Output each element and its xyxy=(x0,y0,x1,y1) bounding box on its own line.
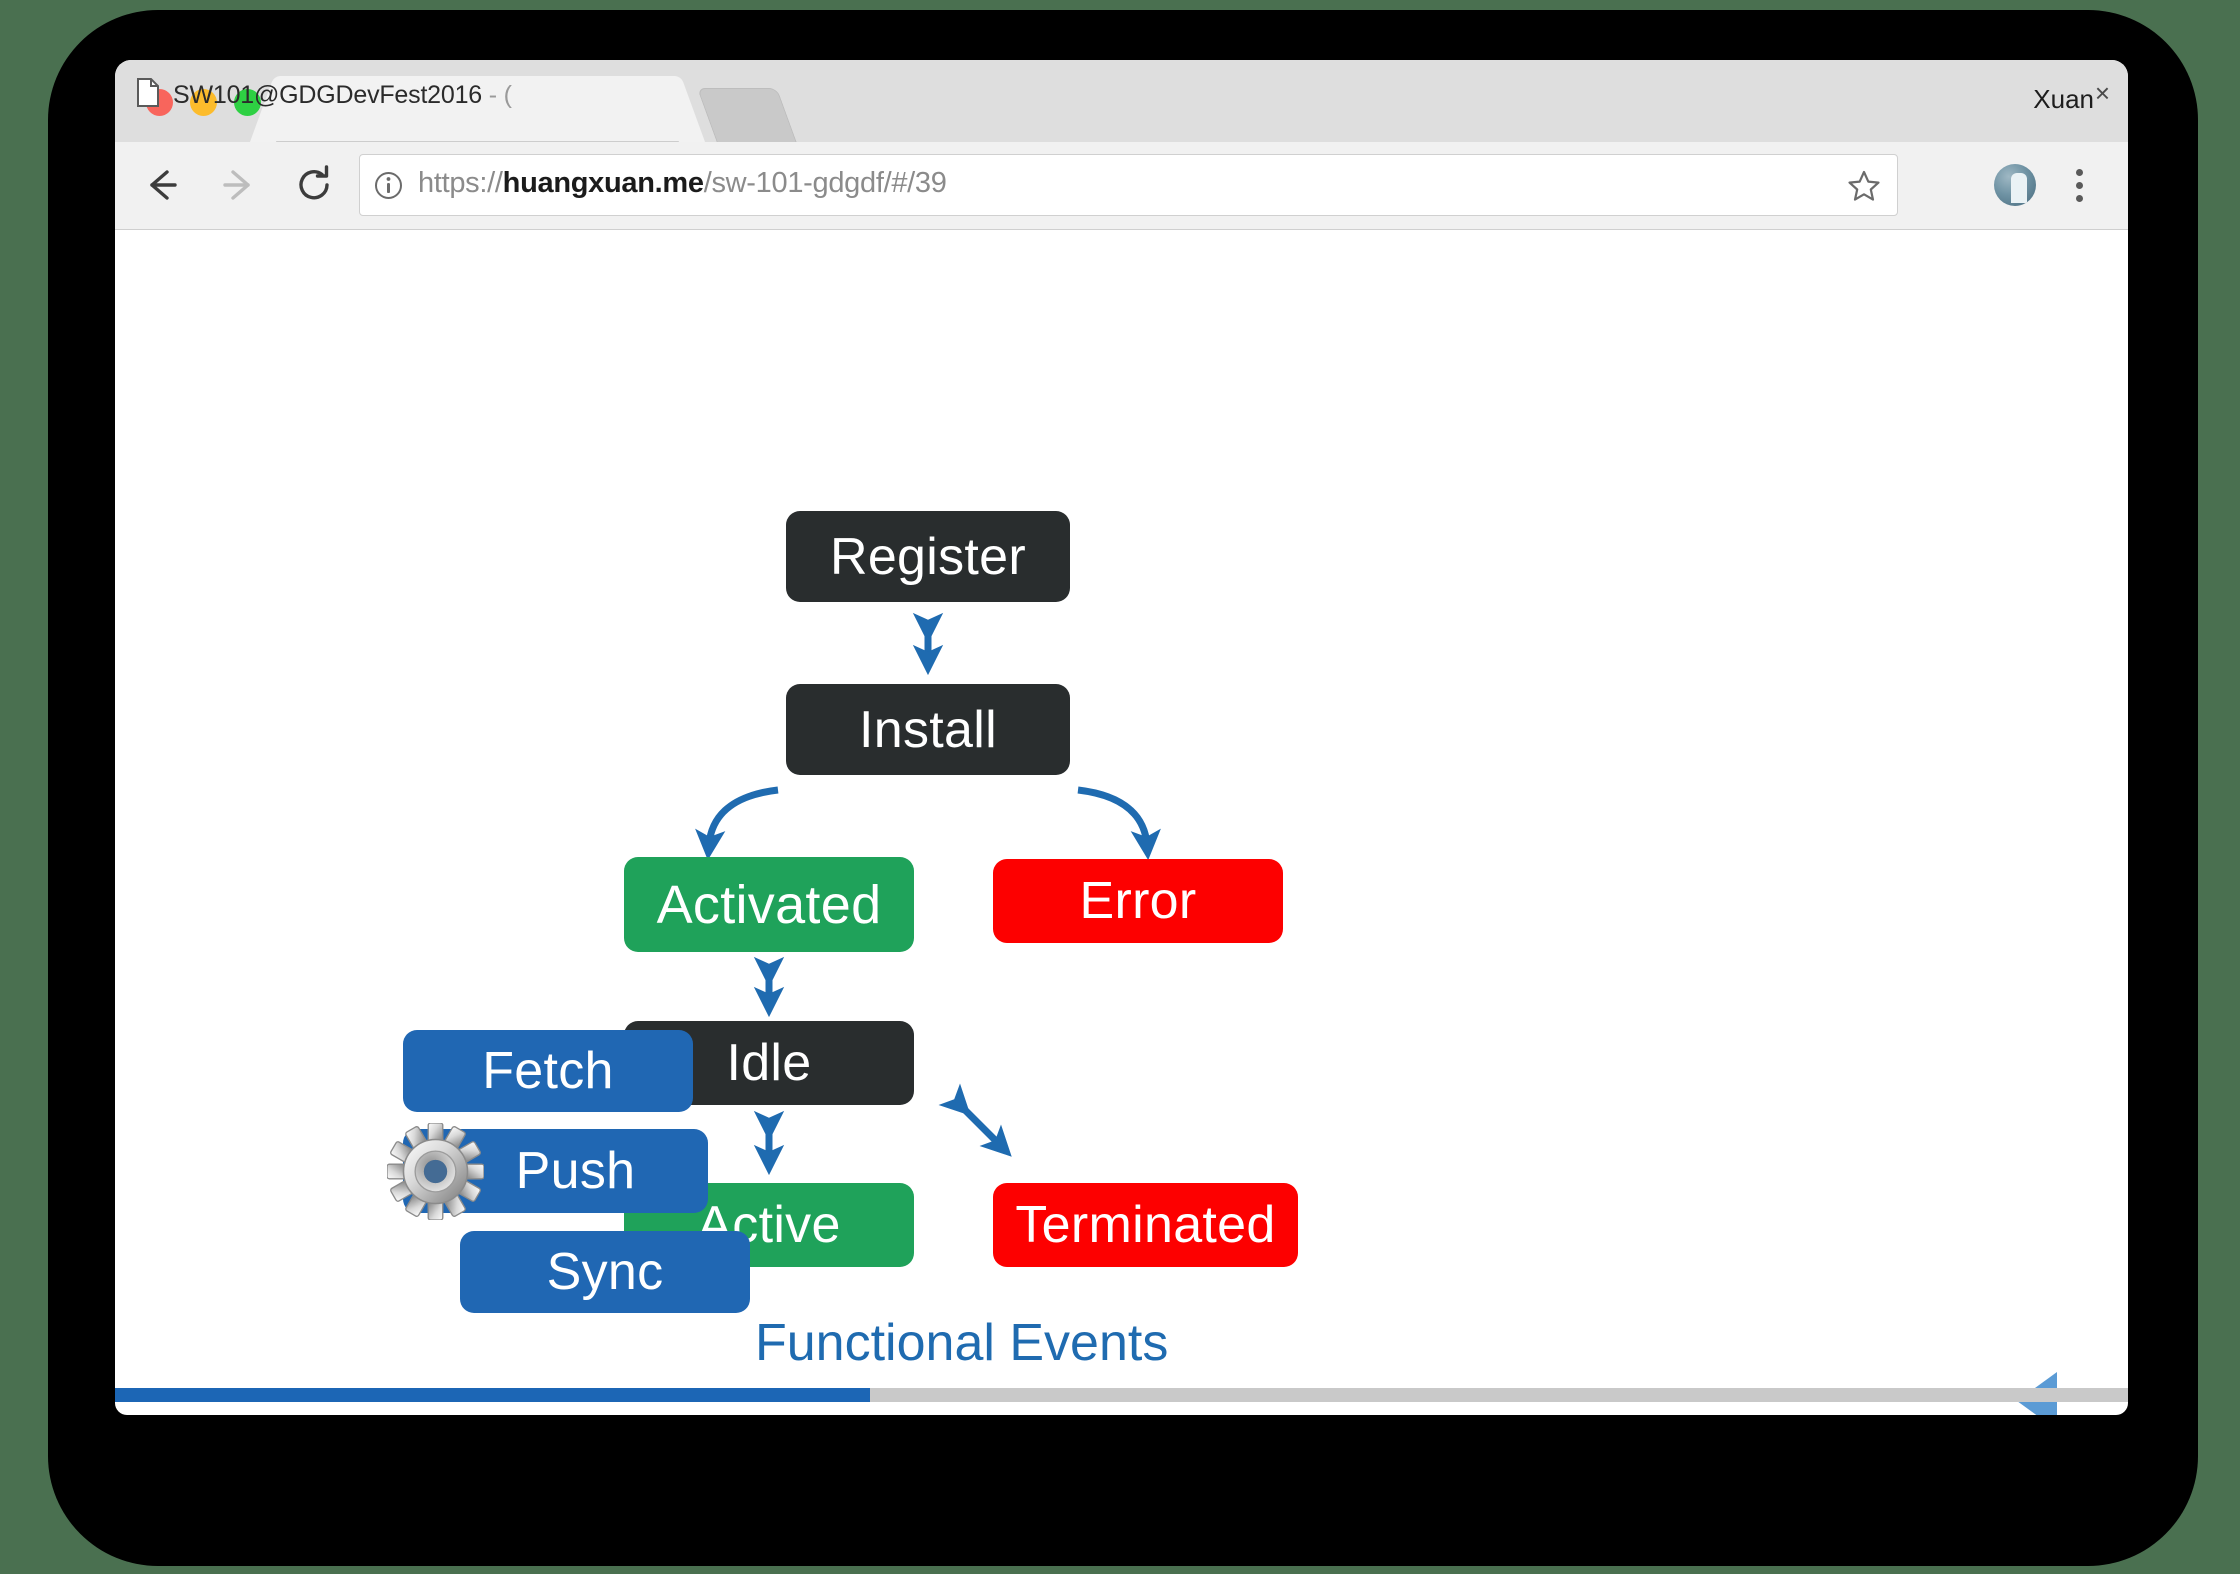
url-path: /sw-101-gdgdf/#/39 xyxy=(703,167,947,199)
arrow-active-terminated xyxy=(938,1083,1012,1157)
window-minimize-button[interactable] xyxy=(190,89,217,116)
state-node-register[interactable]: Register xyxy=(786,511,1070,602)
browser-window: SW101@GDGDevFest2016 - ( × Xuan https://… xyxy=(115,60,2128,1415)
browser-tab-inactive[interactable] xyxy=(696,88,798,143)
gear-icon xyxy=(387,1123,484,1220)
address-bar[interactable]: https://huangxuan.me/sw-101-gdgdf/#/39 xyxy=(359,154,1898,216)
browser-toolbar: https://huangxuan.me/sw-101-gdgdf/#/39 xyxy=(115,142,2128,230)
info-circle-icon[interactable] xyxy=(374,171,403,200)
state-node-install[interactable]: Install xyxy=(786,684,1070,775)
tab-title-text: SW101@GDGDevFest2016 xyxy=(173,81,483,109)
arrow-left-icon[interactable] xyxy=(139,162,185,208)
page-icon xyxy=(137,78,159,107)
state-node-activated[interactable]: Activated xyxy=(624,857,914,952)
state-node-terminated[interactable]: Terminated xyxy=(993,1183,1298,1267)
avatar-silhouette xyxy=(2011,173,2027,204)
three-dots-icon[interactable] xyxy=(2060,162,2100,208)
arrow-install-error xyxy=(1077,786,1161,861)
close-icon[interactable]: × xyxy=(2094,78,2110,108)
url-host: huangxuan.me xyxy=(502,167,704,199)
tab-title-suffix: - ( xyxy=(482,81,512,109)
slide-progress-track[interactable] xyxy=(115,1388,2128,1402)
arrow-install-activated xyxy=(695,786,779,861)
profile-avatar-icon[interactable] xyxy=(1994,164,2036,206)
url-scheme: https:// xyxy=(418,167,503,199)
menu-dot xyxy=(2076,182,2083,189)
arrow-right-icon[interactable] xyxy=(215,162,261,208)
menu-dot xyxy=(2076,169,2083,176)
state-node-error[interactable]: Error xyxy=(993,859,1283,943)
event-node-fetch[interactable]: Fetch xyxy=(403,1030,693,1112)
star-icon[interactable] xyxy=(1847,169,1881,203)
tab-title: SW101@GDGDevFest2016 - ( xyxy=(173,81,512,110)
profile-name-label[interactable]: Xuan xyxy=(2033,84,2094,114)
address-bar-url: https://huangxuan.me/sw-101-gdgdf/#/39 xyxy=(418,167,947,200)
menu-dot xyxy=(2076,195,2083,202)
tab-strip: SW101@GDGDevFest2016 - ( × Xuan xyxy=(115,60,2128,143)
slide-caption: Functional Events xyxy=(755,1314,1169,1372)
slide-canvas: Register Install Activated Error Idle Ac… xyxy=(115,230,2128,1415)
window-maximize-button[interactable] xyxy=(234,89,261,116)
event-node-sync[interactable]: Sync xyxy=(460,1231,750,1313)
slide-progress-fill xyxy=(115,1388,870,1402)
state-diagram-arrows xyxy=(695,612,1161,1176)
reload-icon[interactable] xyxy=(291,162,337,208)
